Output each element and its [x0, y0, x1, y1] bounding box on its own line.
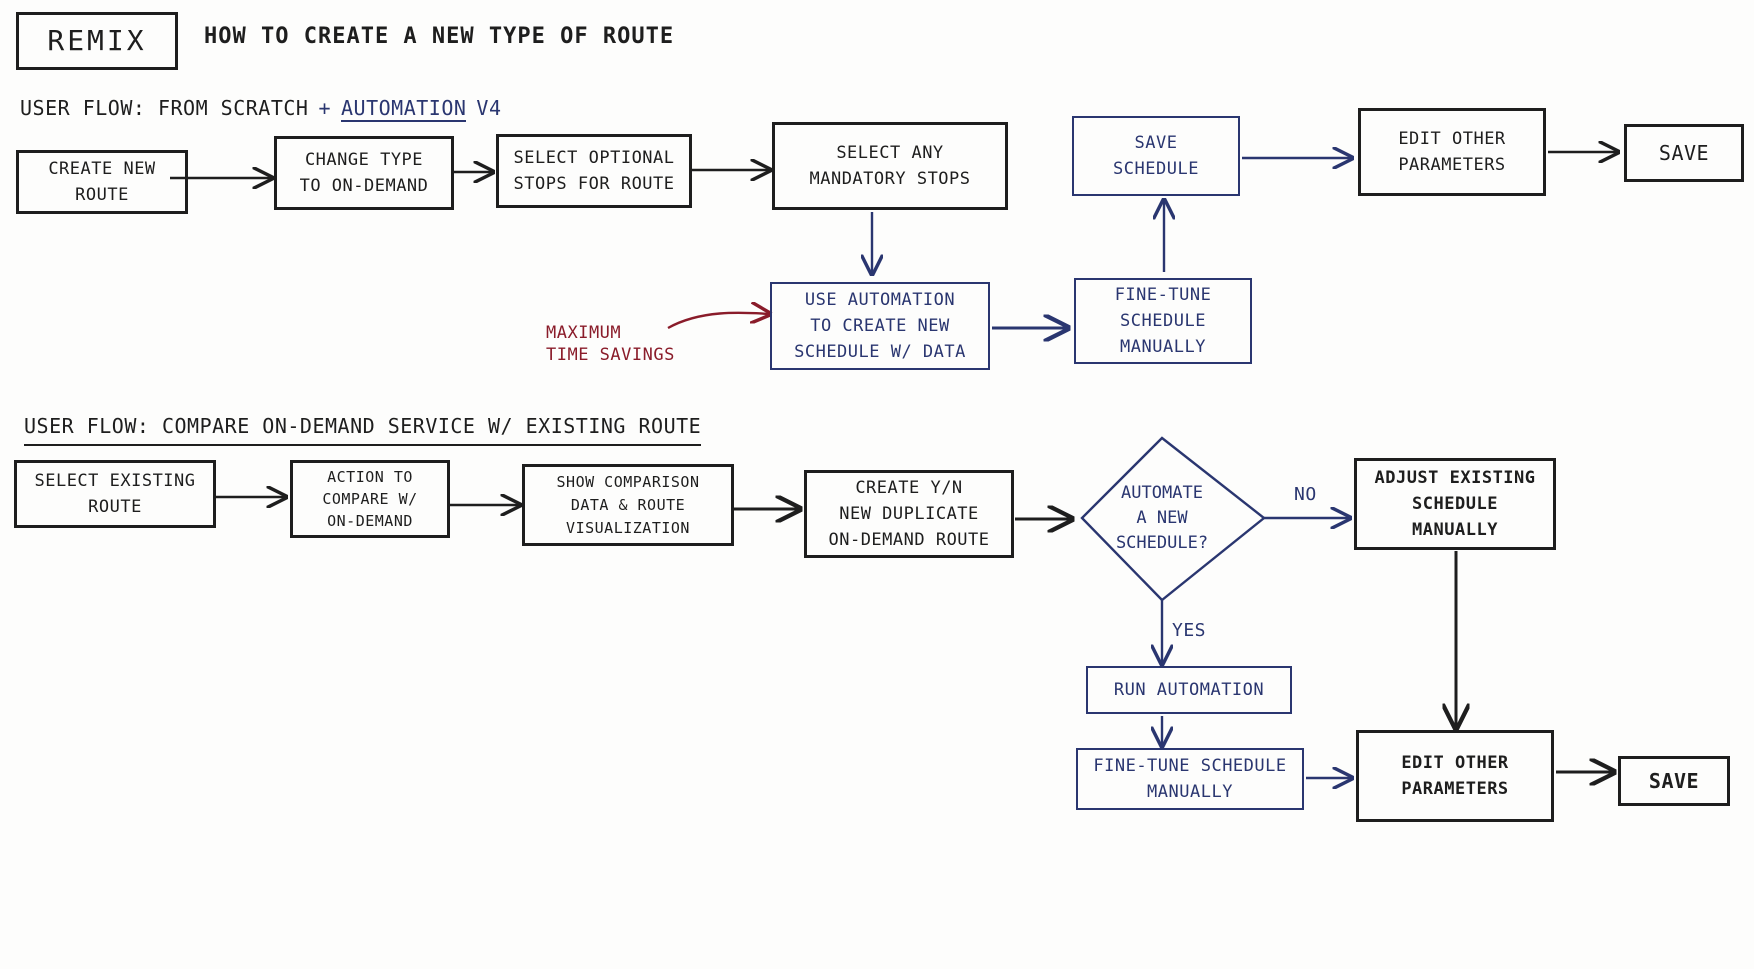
- node-fine-tune: FINE-TUNE SCHEDULE MANUALLY: [1074, 278, 1252, 364]
- node-save-schedule: SAVE SCHEDULE: [1072, 116, 1240, 196]
- annotation-max-time-savings: MAXIMUM TIME SAVINGS: [546, 323, 675, 365]
- node-edit-other-parameters: EDIT OTHER PARAMETERS: [1358, 108, 1546, 196]
- node-create-new-route: CREATE NEW ROUTE: [16, 150, 188, 214]
- edge-label-no: NO: [1294, 484, 1317, 505]
- edge-annotation-pointer: [667, 313, 770, 330]
- remix-logo: REMIX: [16, 12, 178, 70]
- node-action-compare: ACTION TO COMPARE W/ ON-DEMAND: [290, 460, 450, 538]
- node-run-automation: RUN AUTOMATION: [1086, 666, 1292, 714]
- node-save: SAVE: [1624, 124, 1744, 182]
- node-select-optional-stops: SELECT OPTIONAL STOPS FOR ROUTE: [496, 134, 692, 208]
- node-fine-tune-schedule: FINE-TUNE SCHEDULE MANUALLY: [1076, 748, 1304, 810]
- node-adjust-existing-schedule: ADJUST EXISTING SCHEDULE MANUALLY: [1354, 458, 1556, 550]
- flow1-heading-plus: +: [318, 96, 331, 120]
- node-show-comparison: SHOW COMPARISON DATA & ROUTE VISUALIZATI…: [522, 464, 734, 546]
- node-edit-other-parameters-2: EDIT OTHER PARAMETERS: [1356, 730, 1554, 822]
- node-select-existing-route: SELECT EXISTING ROUTE: [14, 460, 216, 528]
- page-title: HOW TO CREATE A NEW TYPE OF ROUTE: [204, 24, 675, 49]
- decision-diamond: [1080, 436, 1266, 602]
- node-use-automation: USE AUTOMATION TO CREATE NEW SCHEDULE W/…: [770, 282, 990, 370]
- flow1-heading-text: USER FLOW: FROM SCRATCH: [20, 96, 309, 120]
- node-create-duplicate: CREATE Y/N NEW DUPLICATE ON-DEMAND ROUTE: [804, 470, 1014, 558]
- edge-label-yes: YES: [1172, 620, 1207, 641]
- flow1-heading: USER FLOW: FROM SCRATCH + AUTOMATION V4: [20, 96, 502, 122]
- node-save-2: SAVE: [1618, 756, 1730, 806]
- flow1-heading-version: V4: [476, 96, 502, 120]
- decision-text: AUTOMATE A NEW SCHEDULE?: [1115, 482, 1209, 553]
- flow1-heading-automation: AUTOMATION: [341, 96, 467, 122]
- node-change-type: CHANGE TYPE TO ON-DEMAND: [274, 136, 454, 210]
- flow2-heading: USER FLOW: COMPARE ON-DEMAND SERVICE W/ …: [24, 414, 702, 446]
- node-select-mandatory-stops: SELECT ANY MANDATORY STOPS: [772, 122, 1008, 210]
